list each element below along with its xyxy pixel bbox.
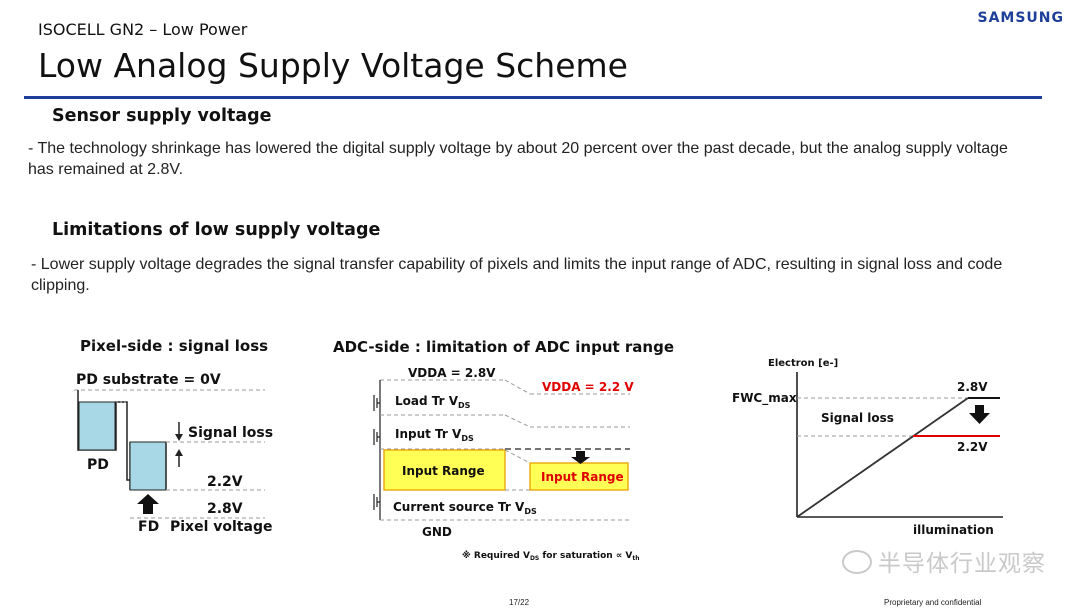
saturation-note: ※ Required VDS for saturation ∝ Vth xyxy=(462,550,639,562)
slide-title: Low Analog Supply Voltage Scheme xyxy=(38,46,628,85)
vdda-2-8-label: VDDA = 2.8V xyxy=(408,366,496,380)
input-range-label-2-2: Input Range xyxy=(541,470,624,484)
fd-label: FD xyxy=(138,519,159,535)
input-range-label-2-8: Input Range xyxy=(402,464,485,478)
voltage-up-arrow xyxy=(137,494,159,514)
chart-ylabel: Electron [e-] xyxy=(768,358,838,369)
voltage-2-2-label: 2.2V xyxy=(207,474,243,490)
current-source-label: Current source Tr VDS xyxy=(393,500,537,516)
section-heading-limitations: Limitations of low supply voltage xyxy=(52,220,381,240)
input-tr-label: Input Tr VDS xyxy=(395,427,474,443)
electron-illumination-chart: Electron [e-] FWC_max 2.8V 2.2V Signal l… xyxy=(732,358,1003,537)
page-number: 17/22 xyxy=(509,598,530,607)
gnd-label: GND xyxy=(422,525,452,539)
section-body-sensor-supply: - The technology shrinkage has lowered t… xyxy=(28,140,1008,178)
input-range-box-2-2 xyxy=(529,462,629,491)
watermark: 半导体行业观察 xyxy=(842,544,1046,578)
pd-well xyxy=(78,401,116,451)
vdda-2-2-label: VDDA = 2.2 V xyxy=(542,380,634,394)
adc-diagram-caption: ADC-side : limitation of ADC input range xyxy=(333,338,675,356)
fwc-max-label: FWC_max xyxy=(732,391,797,406)
input-range-box-2-8 xyxy=(383,449,506,491)
range-down-arrow xyxy=(571,451,590,464)
adc-side-diagram: VDDA = 2.8V VDDA = 2.2 V Load Tr VDS Inp… xyxy=(373,366,639,562)
series-2-8-label: 2.8V xyxy=(957,380,988,394)
pixel-voltage-label: Pixel voltage xyxy=(170,519,272,535)
pixel-side-diagram: PD substrate = 0V Signal loss PD 2.2V 2.… xyxy=(74,372,273,535)
fd-well xyxy=(129,441,167,491)
voltage-2-8-label: 2.8V xyxy=(207,501,243,517)
wechat-icon xyxy=(842,550,872,574)
slide-kicker: ISOCELL GN2 – Low Power xyxy=(38,20,248,39)
section-heading-sensor-supply: Sensor supply voltage xyxy=(52,106,272,126)
section-body-limitations: - Lower supply voltage degrades the sign… xyxy=(31,256,1003,294)
pd-substrate-label: PD substrate = 0V xyxy=(76,372,221,388)
chart-xlabel: illumination xyxy=(913,523,994,537)
load-tr-label: Load Tr VDS xyxy=(395,394,471,410)
chart-annotation: Signal loss xyxy=(821,411,894,425)
brand-logo: SAMSUNG xyxy=(977,10,1064,26)
confidential-note: Proprietary and confidential xyxy=(884,598,982,607)
series-2-2-label: 2.2V xyxy=(957,440,988,454)
pd-label: PD xyxy=(87,457,109,473)
response-line-ramp xyxy=(796,397,969,518)
title-rule xyxy=(24,96,1042,99)
signal-loss-down-arrow xyxy=(969,405,990,424)
signal-loss-label: Signal loss xyxy=(188,425,273,441)
pixel-diagram-caption: Pixel-side : signal loss xyxy=(80,337,269,355)
